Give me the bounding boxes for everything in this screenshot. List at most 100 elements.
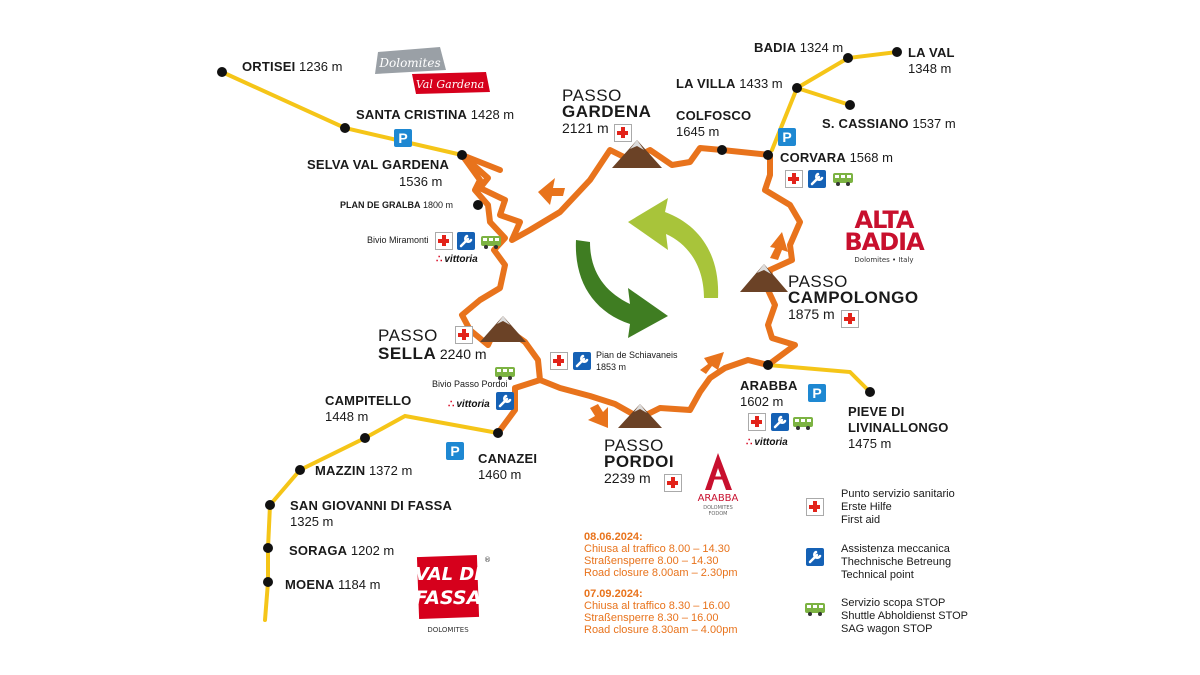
- first-aid-icon: [806, 498, 824, 516]
- label-bivio-miramonti: Bivio Miramonti: [367, 235, 429, 245]
- closure-date: 08.06.2024:: [584, 531, 643, 543]
- closure-en: Road closure 8.00am – 2.30pm: [584, 567, 738, 579]
- sellaronda-route: [459, 145, 803, 436]
- label-selva-name: SELVA VAL GARDENA: [307, 157, 450, 172]
- first-aid-icon: [748, 413, 766, 431]
- alta-badia-sub: Dolomites • Italy: [854, 256, 913, 264]
- sag-wagon-icon: [793, 417, 813, 430]
- closure-date: 07.09.2024:: [584, 588, 643, 600]
- label-la-villa: LA VILLA 1433 m: [676, 76, 783, 91]
- dot-s-cassiano: [845, 100, 855, 110]
- route-loop: [459, 145, 803, 421]
- arrow-arabba: [700, 352, 724, 374]
- label-campitello-elev: 1448 m: [325, 409, 369, 424]
- arrow-pordoi: [588, 404, 608, 428]
- vittoria-logo: vittoria: [746, 437, 787, 448]
- label-ortisei: ORTISEI 1236 m: [242, 59, 343, 74]
- val-di-fassa-sub: DOLOMITES: [427, 626, 469, 634]
- mountain-icons: [480, 140, 788, 428]
- label-santa-cristina: SANTA CRISTINA 1428 m: [356, 107, 515, 122]
- label-campitello-name: CAMPITELLO: [325, 393, 412, 408]
- label-plan-de-gralba: PLAN DE GRALBA 1800 m: [340, 200, 454, 210]
- dot-soraga: [263, 543, 273, 553]
- pass-gardena-elev: 2121 m: [562, 120, 609, 136]
- dot-canazei: [493, 428, 503, 438]
- mountain-gardena-icon: [612, 140, 662, 168]
- first-aid-icon: [664, 474, 682, 492]
- parking-icon: P: [394, 129, 412, 147]
- road-corvara-north: [770, 86, 799, 152]
- legend-sag: Servizio scopa STOP Shuttle Abholdienst …: [841, 597, 968, 635]
- label-san-giovanni-elev: 1325 m: [290, 514, 334, 529]
- val-gardena-top: Dolomites: [378, 56, 440, 70]
- parking-icon: P: [778, 128, 796, 146]
- label-pieve-line1: PIEVE DI: [848, 404, 905, 419]
- label-s-cassiano: S. CASSIANO 1537 m: [822, 116, 956, 131]
- route-selva-spur: [459, 152, 503, 173]
- dot-pieve: [865, 387, 875, 397]
- first-aid-icon: [455, 326, 473, 344]
- legend-technical: Assistenza meccanica Thechnische Betreun…: [841, 543, 952, 581]
- technical-point-icon: [806, 548, 824, 566]
- closure-en: Road closure 8.30am – 4.00pm: [584, 624, 738, 636]
- pass-sella-prefix: PASSO: [378, 326, 438, 345]
- arabba-logo-name: ARABBA: [698, 493, 739, 504]
- technical-point-icon: [808, 170, 826, 188]
- alta-badia-line1: ALTA: [855, 206, 915, 234]
- dot-corvara: [763, 150, 773, 160]
- arrow-campolongo: [770, 232, 788, 260]
- arabba-logo-sub1: DOLOMITES: [703, 505, 733, 511]
- first-aid-icon: [841, 310, 859, 328]
- val-gardena-bottom: Val Gardena: [416, 78, 484, 91]
- first-aid-icon: [785, 170, 803, 188]
- pass-sella-name-elev: SELLA 2240 m: [378, 344, 487, 363]
- dot-selva: [457, 150, 467, 160]
- closure-block-2: 07.09.2024: Chiusa al traffico 8.30 – 16…: [584, 588, 737, 636]
- dot-moena: [263, 577, 273, 587]
- dot-san-giovanni: [265, 500, 275, 510]
- dot-ortisei: [217, 67, 227, 77]
- label-pieve-elev: 1475 m: [848, 436, 892, 451]
- parking-icon: P: [808, 384, 826, 402]
- dot-mazzin: [295, 465, 305, 475]
- label-colfosco-name: COLFOSCO: [676, 108, 752, 123]
- road-pieve: [766, 363, 872, 394]
- technical-point-icon: [771, 413, 789, 431]
- val-di-fassa-line1: VAL DI: [415, 564, 481, 585]
- dot-la-val: [892, 47, 902, 57]
- label-corvara: CORVARA 1568 m: [780, 150, 893, 165]
- road-campitello: [263, 413, 500, 622]
- sag-wagon-icon: [495, 367, 515, 380]
- val-di-fassa-line2: FASSA: [415, 587, 482, 609]
- arabba-logo: ARABBA DOLOMITES FODOM: [698, 453, 739, 517]
- dot-arabba: [763, 360, 773, 370]
- sag-wagon-icon: [805, 603, 825, 616]
- dot-plan-de-gralba: [473, 200, 483, 210]
- arrow-gardena: [538, 178, 565, 205]
- val-di-fassa-logo: VAL DI FASSA ® DOLOMITES: [415, 554, 491, 634]
- label-moena: MOENA 1184 m: [285, 577, 381, 592]
- label-arabba-name: ARABBA: [740, 378, 798, 393]
- closure-de: Straßensperre 8.00 – 14.30: [584, 555, 719, 567]
- arabba-logo-sub2: FODOM: [709, 511, 728, 517]
- pass-pordoi-prefix: PASSO: [604, 436, 664, 455]
- label-san-giovanni-name: SAN GIOVANNI DI FASSA: [290, 498, 453, 513]
- closure-it: Chiusa al traffico 8.30 – 16.00: [584, 600, 730, 612]
- pass-campolongo-elev: 1875 m: [788, 306, 835, 322]
- dot-colfosco: [717, 145, 727, 155]
- label-pieve-line2: LIVINALLONGO: [848, 420, 949, 435]
- alta-badia-line2: BADIA: [844, 228, 925, 256]
- road-la-villa: [795, 86, 852, 107]
- technical-point-icon: [457, 232, 475, 250]
- town-dots: [217, 47, 902, 587]
- vittoria-logo: vittoria: [436, 254, 477, 265]
- label-la-val-elev: 1348 m: [908, 61, 952, 76]
- label-schiavaneis-elev: 1853 m: [596, 362, 627, 372]
- direction-arrows: [538, 178, 788, 428]
- label-selva-elev: 1536 m: [399, 174, 443, 189]
- label-mazzin: MAZZIN 1372 m: [315, 463, 413, 478]
- parking-icon: P: [446, 442, 464, 460]
- pass-pordoi-name: PORDOI: [604, 452, 675, 471]
- label-bivio-pordoi: Bivio Passo Pordoi: [432, 379, 508, 389]
